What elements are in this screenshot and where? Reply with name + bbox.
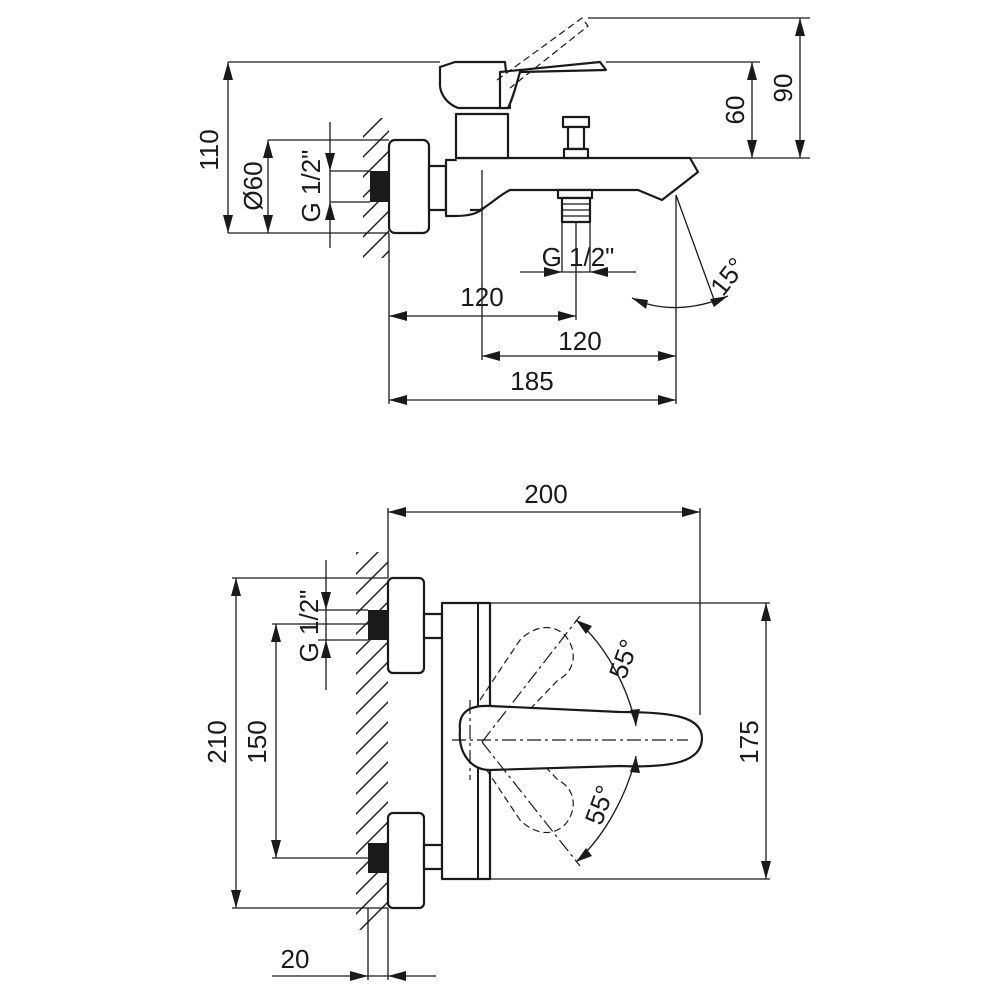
dim-110-label: 110 [194,129,224,170]
dim-175-label: 175 [734,720,764,763]
cartridge-housing [454,112,510,160]
lower-thread [368,843,388,873]
dim-120a-label: 120 [460,282,503,312]
thread-connection [370,171,389,202]
dim-angle-55-top-label: 55° [603,635,645,682]
side-view: 110 Ø60 G 1/2" G 1/2" 120 120 185 15° 60… [194,17,810,405]
dim-90-label: 90 [768,74,798,103]
lower-connector [422,843,444,871]
eccentric-connector [427,164,448,212]
dim-120b-label: 120 [558,326,601,356]
lower-flange [386,811,426,910]
diverter-knob-top [561,115,591,129]
diverter-stem [566,125,586,151]
lever-front [458,704,704,772]
dim-210-label: 210 [202,720,232,763]
dim-angle-55-bottom-label: 55° [579,781,621,828]
upper-thread [368,610,388,640]
dim-60-label: 60 [720,96,750,125]
front-view: 200 G 1/2" 210 150 175 55° 55° 20 [202,479,771,981]
lever-raised-outline [496,17,589,89]
dim-dia60-label: Ø60 [238,161,268,210]
upper-flange [386,576,426,675]
dim-185-label: 185 [510,366,553,396]
dim-g-bottom-label: G 1/2" [542,242,615,272]
dim-150-label: 150 [242,720,272,763]
dim-g-left-label: G 1/2" [296,150,326,223]
dim-200-label: 200 [524,479,567,509]
diverter-base [562,147,590,160]
lever-handle [498,60,608,110]
lever-alt-positions [479,626,574,834]
dim-angle-15-label: 15° [704,252,752,301]
dim-20-label: 20 [281,944,310,974]
shower-outlet [556,188,594,200]
dim-g-front-label: G 1/2" [294,590,324,663]
wall-flange [387,138,431,235]
upper-connector [422,612,444,640]
